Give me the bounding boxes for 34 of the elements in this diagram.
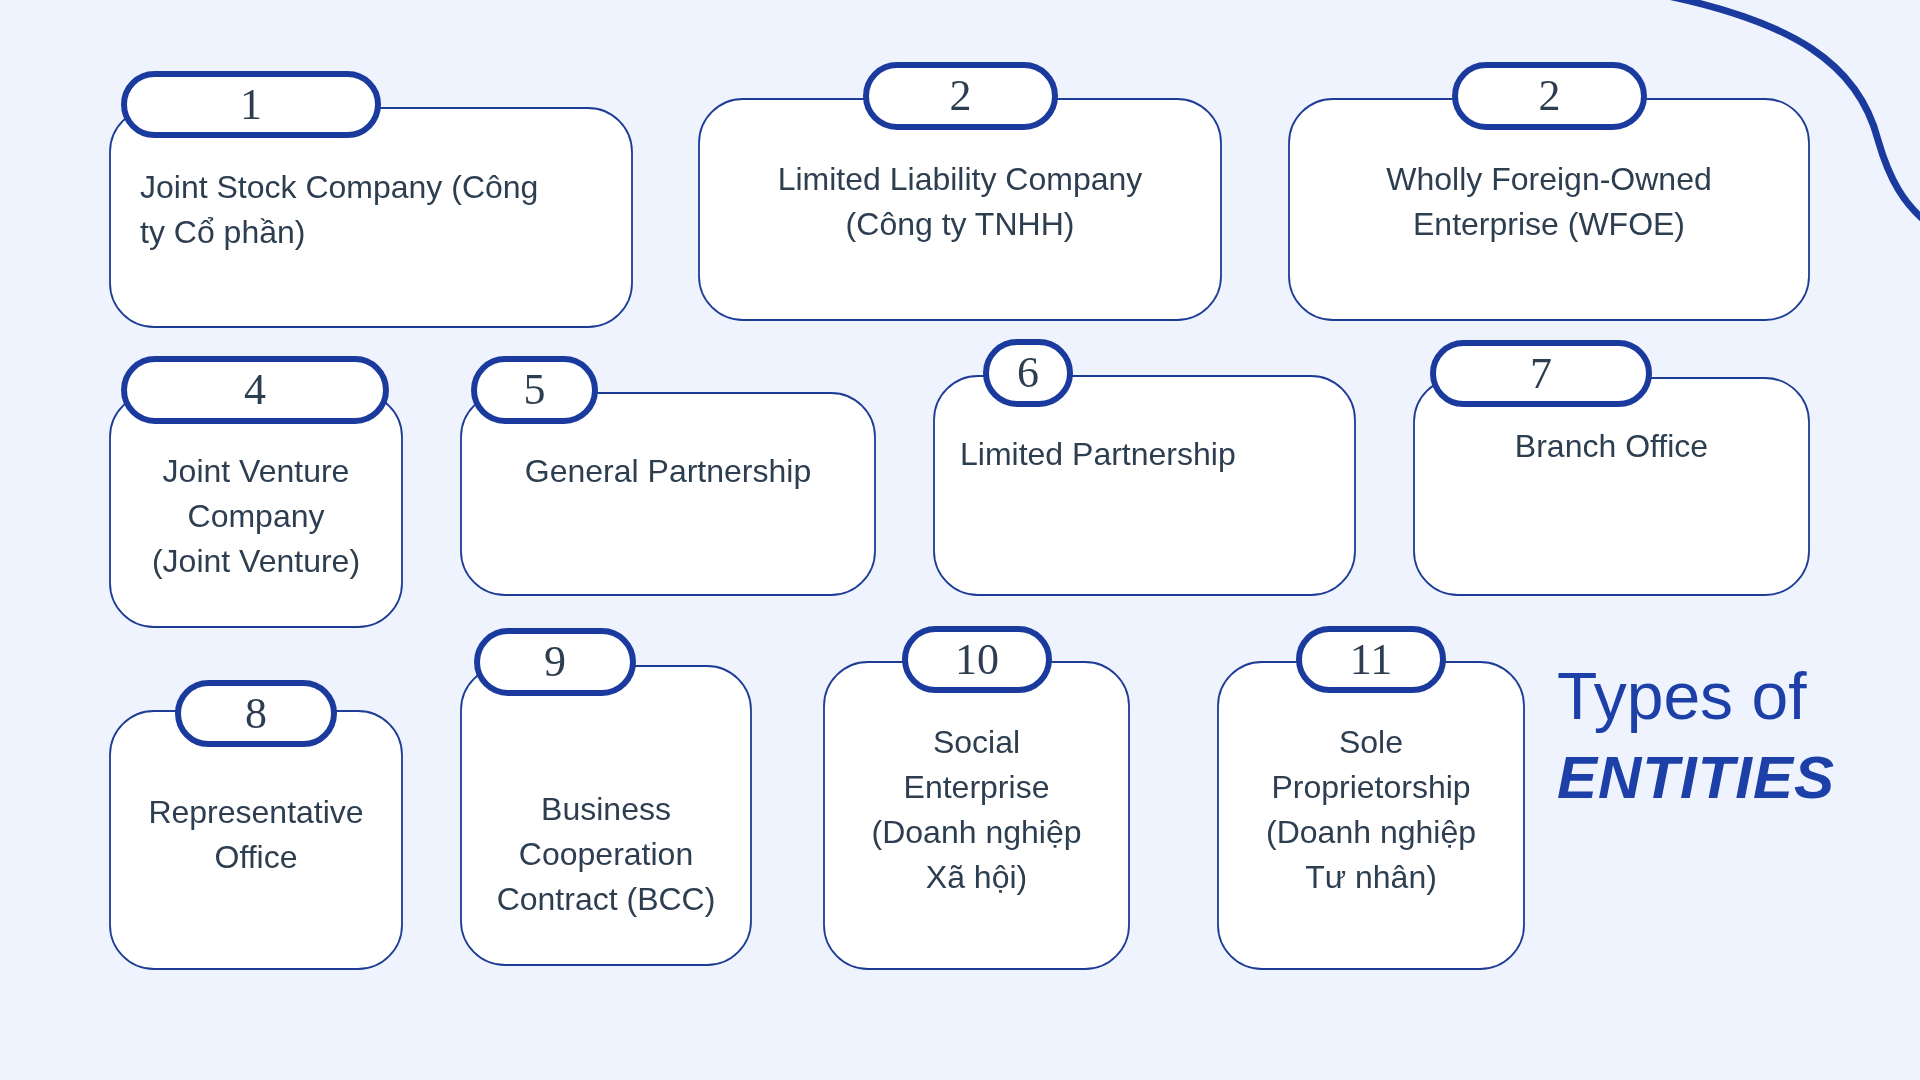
number-tab: 8 [175, 680, 337, 747]
card-title: Business Cooperation Contract (BCC) [495, 790, 717, 919]
entity-card [1288, 62, 1810, 321]
entity-card [109, 71, 633, 328]
entity-card [109, 680, 403, 970]
number-tab: 9 [474, 628, 636, 696]
card-title: Wholly Foreign-Owned Enterprise (WFOE) [1385, 160, 1713, 244]
entity-card [460, 356, 876, 596]
number-tab: 2 [863, 62, 1058, 130]
entity-card [1217, 626, 1525, 970]
entity-card [933, 339, 1356, 596]
number-tab: 10 [902, 626, 1052, 693]
card-title: Joint Venture Company (Joint Venture) [150, 452, 362, 581]
card-title: Joint Stock Company (Công ty Cổ phần) [140, 168, 540, 252]
number-tab: 1 [121, 71, 381, 138]
number-tab: 5 [471, 356, 598, 424]
number-tab: 6 [983, 339, 1073, 407]
card-title: Representative Office [147, 793, 365, 877]
entity-card [1413, 340, 1810, 596]
card-title: General Partnership [523, 452, 813, 491]
entity-card [109, 356, 403, 628]
card-title: Limited Partnership [960, 435, 1237, 474]
card-title: Social Enterprise (Doanh nghiệp Xã hội) [870, 723, 1083, 897]
card-title: Limited Liability Company (Công ty TNHH) [776, 160, 1144, 244]
entity-card [460, 628, 752, 966]
entity-card [823, 626, 1130, 970]
card-title: Sole Proprietorship (Doanh nghiệp Tư nhân) [1265, 723, 1477, 897]
number-tab: 11 [1296, 626, 1446, 693]
title: Types of ENTITIES [1557, 658, 1836, 813]
number-tab: 2 [1452, 62, 1647, 130]
card-title: Branch Office [1513, 427, 1710, 466]
number-tab: 7 [1430, 340, 1652, 407]
entity-card [698, 62, 1222, 321]
number-tab: 4 [121, 356, 389, 424]
